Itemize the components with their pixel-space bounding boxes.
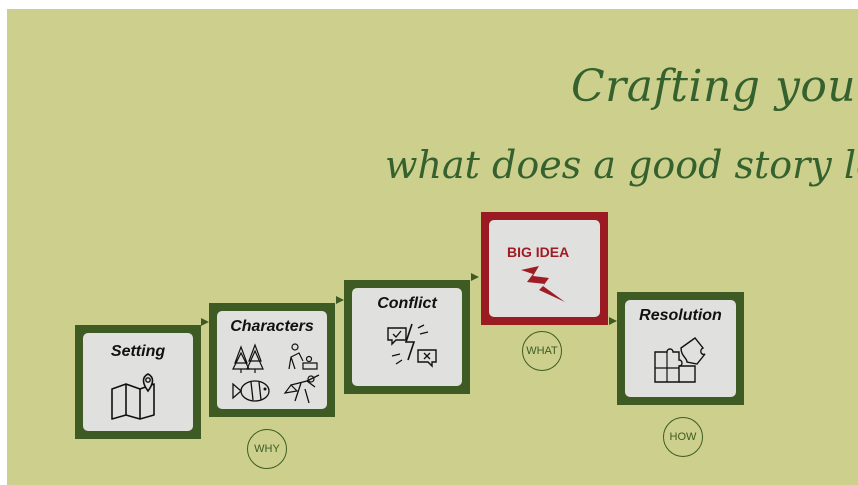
big-idea-card-inner: BIG IDEA bbox=[489, 220, 600, 317]
big-idea-card: BIG IDEA bbox=[481, 212, 608, 325]
how-circle: HOW bbox=[663, 417, 703, 457]
resolution-card-inner: Resolution bbox=[625, 300, 736, 397]
resolution-label: Resolution bbox=[639, 307, 722, 324]
map-pin-icon bbox=[111, 373, 155, 420]
resolution-card: Resolution bbox=[617, 292, 744, 405]
slide-subtitle: what does a good story look like bbox=[385, 143, 858, 187]
setting-card: Setting bbox=[75, 325, 201, 439]
conflict-label: Conflict bbox=[377, 295, 437, 312]
arrow-characters-conflict bbox=[336, 296, 344, 304]
why-circle: WHY bbox=[247, 429, 287, 469]
lightning-icon bbox=[521, 266, 565, 302]
conflict-card: Conflict bbox=[344, 280, 470, 394]
slide-title: Crafting your story bbox=[571, 61, 858, 112]
characters-card-inner: Characters bbox=[217, 311, 327, 409]
big-idea-label: BIG IDEA bbox=[507, 244, 570, 260]
characters-card: Characters bbox=[209, 303, 335, 417]
arrow-setting-characters bbox=[201, 318, 209, 326]
setting-label: Setting bbox=[110, 343, 166, 360]
arrow-bigidea-resolution bbox=[609, 317, 617, 325]
arrow-conflict-bigidea bbox=[471, 273, 479, 281]
characters-label: Characters bbox=[230, 318, 314, 335]
setting-card-inner: Setting bbox=[83, 333, 193, 431]
conflict-icon bbox=[387, 323, 437, 368]
what-circle: WHAT bbox=[522, 331, 562, 371]
characters-icon bbox=[232, 343, 320, 404]
puzzle-icon bbox=[654, 337, 706, 383]
slide-canvas: Crafting your story what does a good sto… bbox=[7, 9, 858, 485]
conflict-card-inner: Conflict bbox=[352, 288, 462, 386]
